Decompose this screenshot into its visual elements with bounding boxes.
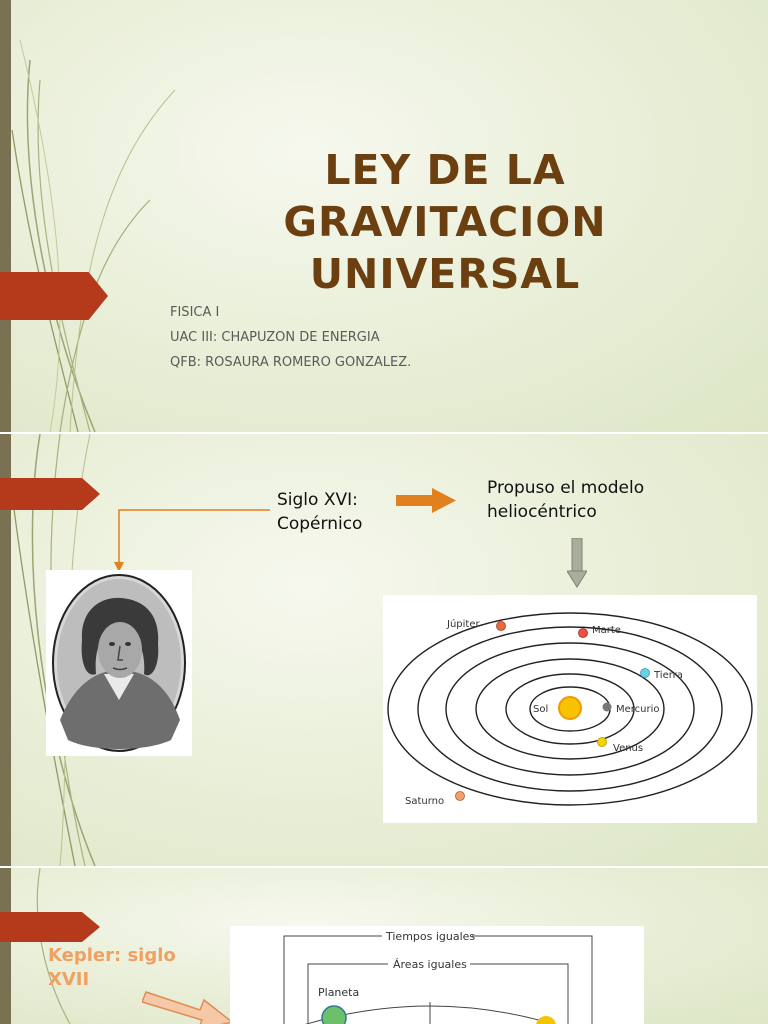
slide-tab-marker [0,478,100,510]
saturn-label: Saturno [405,796,444,807]
jupiter-label: Júpiter [446,618,480,630]
diagram-label-times: Tiempos iguales [385,930,475,943]
right-arrow-icon [396,488,456,513]
kepler-line-2: XVII [48,969,90,990]
proposal-line-2: heliocéntrico [487,502,597,522]
copernicus-slide: Siglo XVI: Copérnico Propuso el modelo h… [0,434,768,866]
title-line-2: GRAVITACION [283,198,607,246]
kepler-arrow-icon [142,991,234,1024]
siglo-label: Siglo XVI: Copérnico [277,488,362,536]
mercury-label: Mercurio [616,704,660,715]
planet-icon [321,1005,347,1024]
sun-icon [558,696,582,720]
heliocentric-diagram: Sol Mercurio Venus Tierra Marte Júpiter … [383,595,757,823]
proposal-text: Propuso el modelo heliocéntrico [487,476,644,524]
venus-label: Venus [613,743,643,754]
left-accent-bar [0,434,11,866]
siglo-label-line-2: Copérnico [277,514,363,534]
sun-label: Sol [533,704,548,715]
left-accent-bar [0,0,11,432]
author-name: QFB: ROSAURA ROMERO GONZALEZ. [170,355,412,370]
kepler-slide: Kepler: siglo XVII Tiempos iguales Áreas… [0,868,768,1024]
decorative-swoosh-lines [36,868,71,1024]
slide-tab-marker [0,272,108,320]
course-name: FISICA I [170,305,220,320]
copernicus-portrait [46,570,192,756]
left-accent-bar [0,868,11,1024]
unit-name: UAC III: CHAPUZON DE ENERGIA [170,330,380,345]
kepler-label: Kepler: siglo XVII [48,944,176,992]
kepler-areas-diagram: Tiempos iguales Áreas iguales Planeta [230,926,644,1024]
down-arrow-icon [567,538,587,588]
slide-tab-marker [0,912,100,942]
connector-arrow [114,509,270,572]
title-line-3: UNIVERSAL [309,250,581,298]
diagram-label-areas: Áreas iguales [393,958,467,971]
proposal-line-1: Propuso el modelo [487,478,645,498]
diagram-label-planet: Planeta [318,986,359,999]
title-slide: LEY DE LA GRAVITACION UNIVERSAL FISICA I… [0,0,768,432]
earth-label: Tierra [653,670,683,681]
kepler-line-1: Kepler: siglo [48,945,176,966]
slide-title: LEY DE LA GRAVITACION UNIVERSAL [240,144,650,300]
siglo-label-line-1: Siglo XVI: [277,490,358,510]
title-line-1: LEY DE LA [324,146,566,194]
mars-label: Marte [592,625,621,636]
